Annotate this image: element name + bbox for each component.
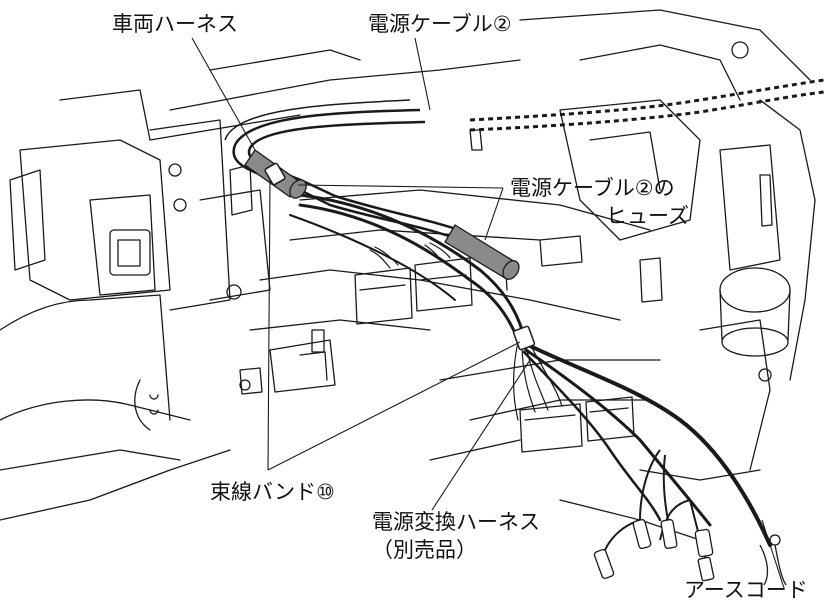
left-bracket [9, 89, 271, 311]
label-vehicle-harness: 車両ハーネス [112, 12, 238, 36]
leader-band-2 [267, 341, 521, 471]
leader-power-cable [414, 37, 431, 111]
leader-conversion-harness [431, 359, 531, 511]
dashed-harness [469, 78, 824, 132]
small-details [134, 129, 483, 431]
leader-earth-cord [761, 519, 785, 589]
leader-lines [191, 37, 785, 589]
label-binding-band: 束線バンド⑩ [210, 480, 335, 504]
label-earth-cord: アースコード [684, 578, 808, 602]
leader-band-1 [267, 179, 271, 471]
terminals [593, 449, 787, 586]
right-assembly [539, 41, 791, 382]
binding-bands [264, 162, 536, 351]
label-fuse-line2: ヒューズ [606, 204, 689, 228]
label-conversion-harness-line2: （別売品） [372, 538, 477, 562]
label-power-cable: 電源ケーブル② [368, 12, 512, 36]
leader-fuse-1 [297, 184, 504, 189]
leader-vehicle-harness [191, 37, 256, 151]
leader-fuse-2 [484, 187, 504, 241]
label-conversion-harness-line1: 電源変換ハーネス [372, 510, 540, 534]
label-fuse-line1: 電源ケーブル②の [510, 176, 675, 200]
cable-bundle [289, 193, 772, 547]
